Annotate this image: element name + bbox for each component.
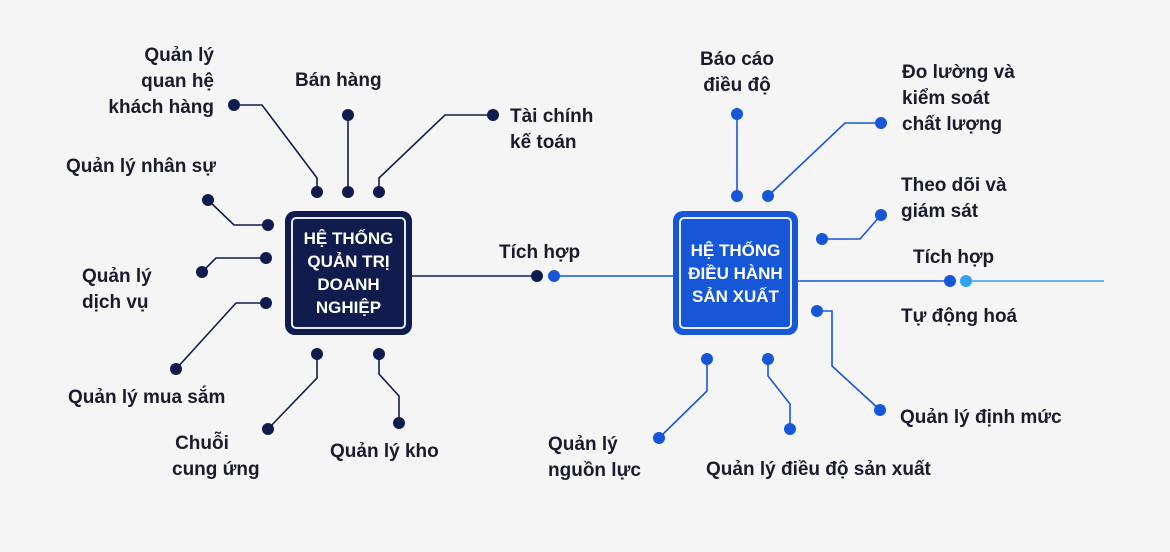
label-automation: Tự động hoá: [901, 306, 1018, 327]
connector-automation: [817, 310, 881, 411]
label-warehouse: Quản lý kho: [330, 441, 439, 462]
pin: [373, 348, 385, 360]
label-line: cung ứng: [172, 459, 260, 480]
mes-title-line: HỆ THỐNG: [690, 240, 781, 260]
pin: [731, 190, 743, 202]
pin: [373, 186, 385, 198]
erp-connector-lines: [175, 104, 537, 430]
erp-title-line: NGHIỆP: [315, 298, 382, 317]
endpoint: [487, 109, 499, 121]
label-line: Chuỗi: [175, 433, 229, 454]
connector-service: [201, 257, 266, 273]
pin: [762, 353, 774, 365]
label-line: Tài chính: [510, 106, 594, 127]
label-service: Quản lý dịch vụ: [82, 264, 152, 316]
endpoint: [784, 423, 796, 435]
label-line: nguồn lực: [548, 460, 641, 481]
erp-chip: HỆ THỐNG QUẢN TRỊ DOANH NGHIỆP: [285, 211, 412, 335]
label-line: Quản lý: [82, 266, 152, 287]
mes-title-line: ĐIỀU HÀNH: [688, 263, 783, 283]
erp-title-line: DOANH: [317, 275, 380, 294]
mes-title-line: SẢN XUẤT: [692, 286, 779, 306]
pin: [762, 190, 774, 202]
label-norms: Quản lý định mức: [900, 407, 1062, 428]
label-hr: Quản lý nhân sự: [66, 156, 216, 177]
endpoint: [196, 266, 208, 278]
connector-finance: [378, 114, 493, 192]
endpoint: [342, 109, 354, 121]
connector-supply-chain: [267, 354, 318, 430]
connector-quality: [767, 122, 881, 197]
pin: [548, 270, 560, 282]
label-finance: Tài chính kế toán: [510, 104, 593, 156]
label-line: khách hàng: [108, 97, 214, 118]
erp-chip-title: HỆ THỐNG QUẢN TRỊ DOANH NGHIỆP: [304, 227, 394, 319]
label-line: chất lượng: [902, 114, 1003, 135]
endpoint: [170, 363, 182, 375]
pin-external: [960, 275, 972, 287]
label-monitoring: Theo dõi và giám sát: [901, 173, 1007, 225]
pin: [311, 348, 323, 360]
endpoint: [874, 404, 886, 416]
endpoint: [875, 209, 887, 221]
label-dispatch-report: Báo cáo điều độ: [687, 47, 787, 99]
label-line: Báo cáo: [700, 49, 774, 70]
erp-pins: [170, 99, 543, 435]
connector-crm: [234, 104, 318, 192]
pin: [816, 233, 828, 245]
label-line: Quản lý: [144, 45, 214, 66]
connector-resources: [658, 359, 708, 439]
label-line: kế toán: [510, 132, 577, 153]
endpoint: [393, 417, 405, 429]
label-line: giám sát: [901, 201, 979, 222]
endpoint: [653, 432, 665, 444]
label-line: Quản lý: [548, 434, 618, 455]
pin: [311, 186, 323, 198]
connector-warehouse: [378, 354, 400, 423]
label-scheduling: Quản lý điều độ sản xuất: [706, 459, 931, 480]
endpoint: [262, 423, 274, 435]
erp-title-line: HỆ THỐNG: [303, 229, 394, 248]
label-sales: Bán hàng: [295, 70, 382, 91]
mes-connector-lines: [554, 114, 950, 439]
mes-chip: HỆ THỐNG ĐIỀU HÀNH SẢN XUẤT: [673, 211, 798, 335]
pin: [260, 252, 272, 264]
label-line: điều độ: [703, 75, 771, 96]
connector-purchasing: [175, 302, 266, 370]
connector-scheduling: [767, 359, 791, 429]
label-crm: Quản lý quan hệ khách hàng: [108, 43, 214, 121]
connector-monitoring: [822, 214, 882, 240]
label-integration-center: Tích hợp: [499, 242, 581, 263]
label-line: Theo dõi và: [901, 175, 1007, 196]
label-supply-chain: Chuỗi cung ứng: [172, 431, 260, 483]
label-line: dịch vụ: [82, 292, 149, 313]
label-integration-external: Tích hợp: [913, 247, 995, 268]
erp-title-line: QUẢN TRỊ: [307, 252, 390, 271]
pin: [531, 270, 543, 282]
pin: [260, 297, 272, 309]
label-line: quan hệ: [141, 71, 214, 92]
pin: [342, 186, 354, 198]
endpoint: [731, 108, 743, 120]
pin: [944, 275, 956, 287]
mes-chip-title: HỆ THỐNG ĐIỀU HÀNH SẢN XUẤT: [688, 239, 782, 308]
label-resources: Quản lý nguồn lực: [548, 432, 641, 484]
endpoint: [202, 194, 214, 206]
mes-pins: [548, 108, 956, 444]
label-line: kiểm soát: [902, 88, 990, 109]
pin: [262, 219, 274, 231]
label-line: Đo lường và: [902, 62, 1015, 83]
connector-hr: [207, 199, 268, 226]
endpoint: [228, 99, 240, 111]
pin: [701, 353, 713, 365]
endpoint: [875, 117, 887, 129]
label-quality: Đo lường và kiểm soát chất lượng: [902, 60, 1015, 138]
label-purchasing: Quản lý mua sắm: [68, 387, 226, 408]
pin: [811, 305, 823, 317]
